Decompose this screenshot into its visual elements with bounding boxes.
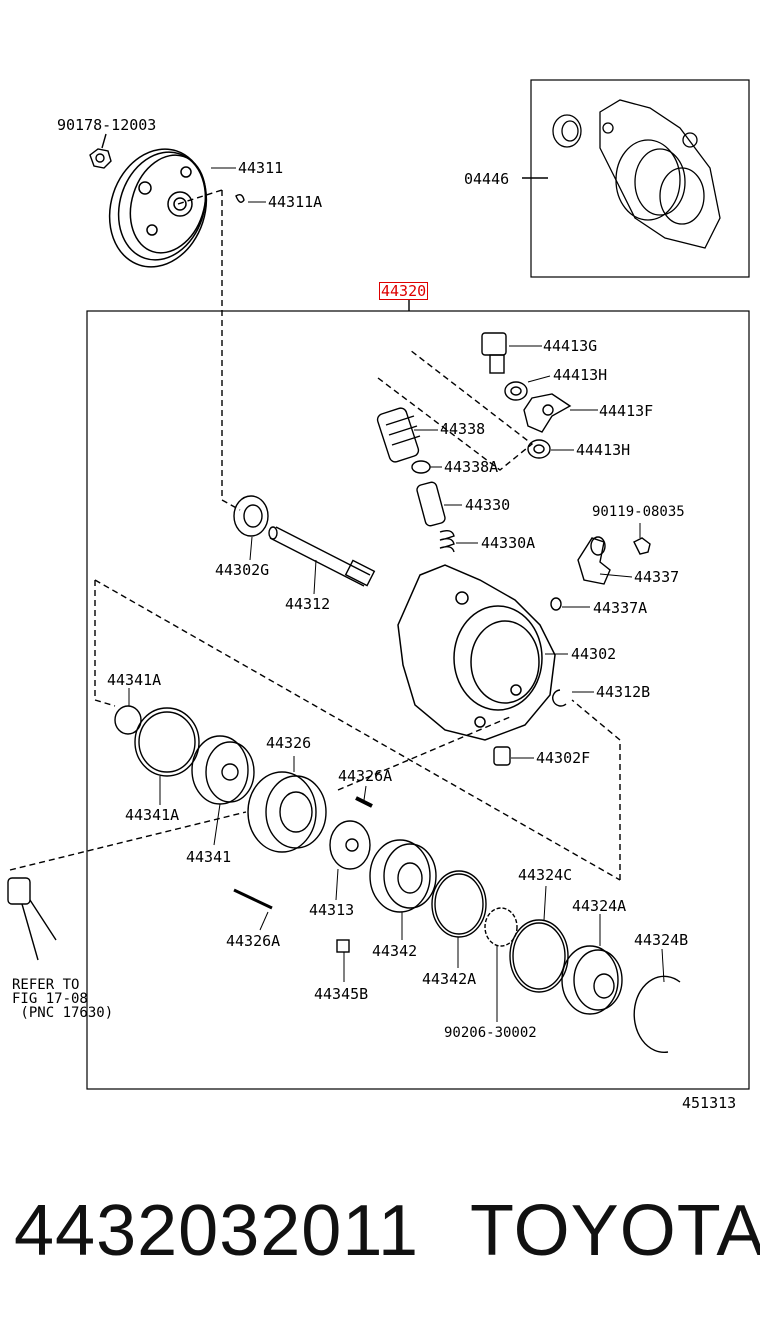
- footer-part-number: 4432032011: [14, 1191, 420, 1271]
- callout-44330A[interactable]: 44330A: [481, 534, 536, 552]
- refer-note: REFER TO FIG 17-08 (PNC 17630): [12, 977, 114, 1021]
- callout-44330[interactable]: 44330: [465, 496, 511, 514]
- main-part-number[interactable]: 44320: [379, 282, 429, 300]
- pulley-44311: [108, 148, 208, 268]
- callout-44313[interactable]: 44313: [309, 901, 355, 919]
- inset-frame-04446: [530, 79, 750, 278]
- callout-90178[interactable]: 90178-12003: [57, 116, 157, 134]
- shaft-44312: [268, 526, 376, 587]
- callout-44326A-bot[interactable]: 44326A: [226, 932, 281, 950]
- callout-44337A[interactable]: 44337A: [593, 599, 648, 617]
- figure-code: 451313: [682, 1094, 737, 1112]
- callout-44302[interactable]: 44302: [571, 645, 617, 663]
- callout-44324B[interactable]: 44324B: [634, 931, 689, 949]
- spring-44330A: [439, 529, 455, 553]
- callout-44342[interactable]: 44342: [372, 942, 418, 960]
- callout-44324A[interactable]: 44324A: [572, 897, 627, 915]
- callout-44341[interactable]: 44341: [186, 848, 232, 866]
- callout-44312B[interactable]: 44312B: [596, 683, 651, 701]
- union-bolt-44413G: [481, 332, 507, 374]
- callout-04446[interactable]: 04446: [464, 170, 510, 188]
- union-44413F: [523, 393, 572, 433]
- pump-body-44302: [397, 564, 556, 741]
- callout-90119[interactable]: 90119-08035: [592, 504, 685, 520]
- callout-44311A[interactable]: 44311A: [268, 193, 323, 211]
- cam-ring-44326: [247, 771, 327, 853]
- plug-44302F: [493, 746, 511, 766]
- footer-brand: TOYOTA: [470, 1191, 760, 1271]
- callout-90206[interactable]: 90206-30002: [444, 1025, 537, 1041]
- callout-44413G[interactable]: 44413G: [543, 337, 598, 355]
- assembly-frame: [86, 310, 750, 1090]
- callout-44326A-top[interactable]: 44326A: [338, 767, 393, 785]
- callout-44337[interactable]: 44337: [634, 568, 680, 586]
- pressure-plate-44342: [369, 839, 437, 913]
- callout-44413H-bot[interactable]: 44413H: [576, 441, 631, 459]
- valve-44330: [416, 481, 446, 527]
- callout-44302G[interactable]: 44302G: [215, 561, 270, 579]
- nut-90178: [89, 148, 112, 169]
- rotor-44313: [329, 820, 371, 870]
- callout-44338A[interactable]: 44338A: [444, 458, 499, 476]
- side-plate-44341: [191, 735, 255, 805]
- pressure-sensor-ref: [7, 877, 57, 961]
- callout-44413H-top[interactable]: 44413H: [553, 366, 608, 384]
- callout-44326[interactable]: 44326: [266, 734, 312, 752]
- callout-44341A-top[interactable]: 44341A: [107, 671, 162, 689]
- cover-44324A: [561, 945, 623, 1015]
- suction-port-44337: [577, 536, 611, 585]
- callout-44312[interactable]: 44312: [285, 595, 331, 613]
- callout-44341A-bot[interactable]: 44341A: [125, 806, 180, 824]
- inset-pump-04446: [552, 99, 721, 249]
- callout-44311[interactable]: 44311: [238, 159, 284, 177]
- callout-44413F[interactable]: 44413F: [599, 402, 654, 420]
- callout-44345B[interactable]: 44345B: [314, 985, 369, 1003]
- callout-44338[interactable]: 44338: [440, 420, 486, 438]
- callout-44324C[interactable]: 44324C: [518, 866, 573, 884]
- callout-44302F[interactable]: 44302F: [536, 749, 591, 767]
- callout-44342A[interactable]: 44342A: [422, 970, 477, 988]
- relief-valve-44338: [376, 407, 421, 463]
- bolt-90119: [633, 537, 651, 555]
